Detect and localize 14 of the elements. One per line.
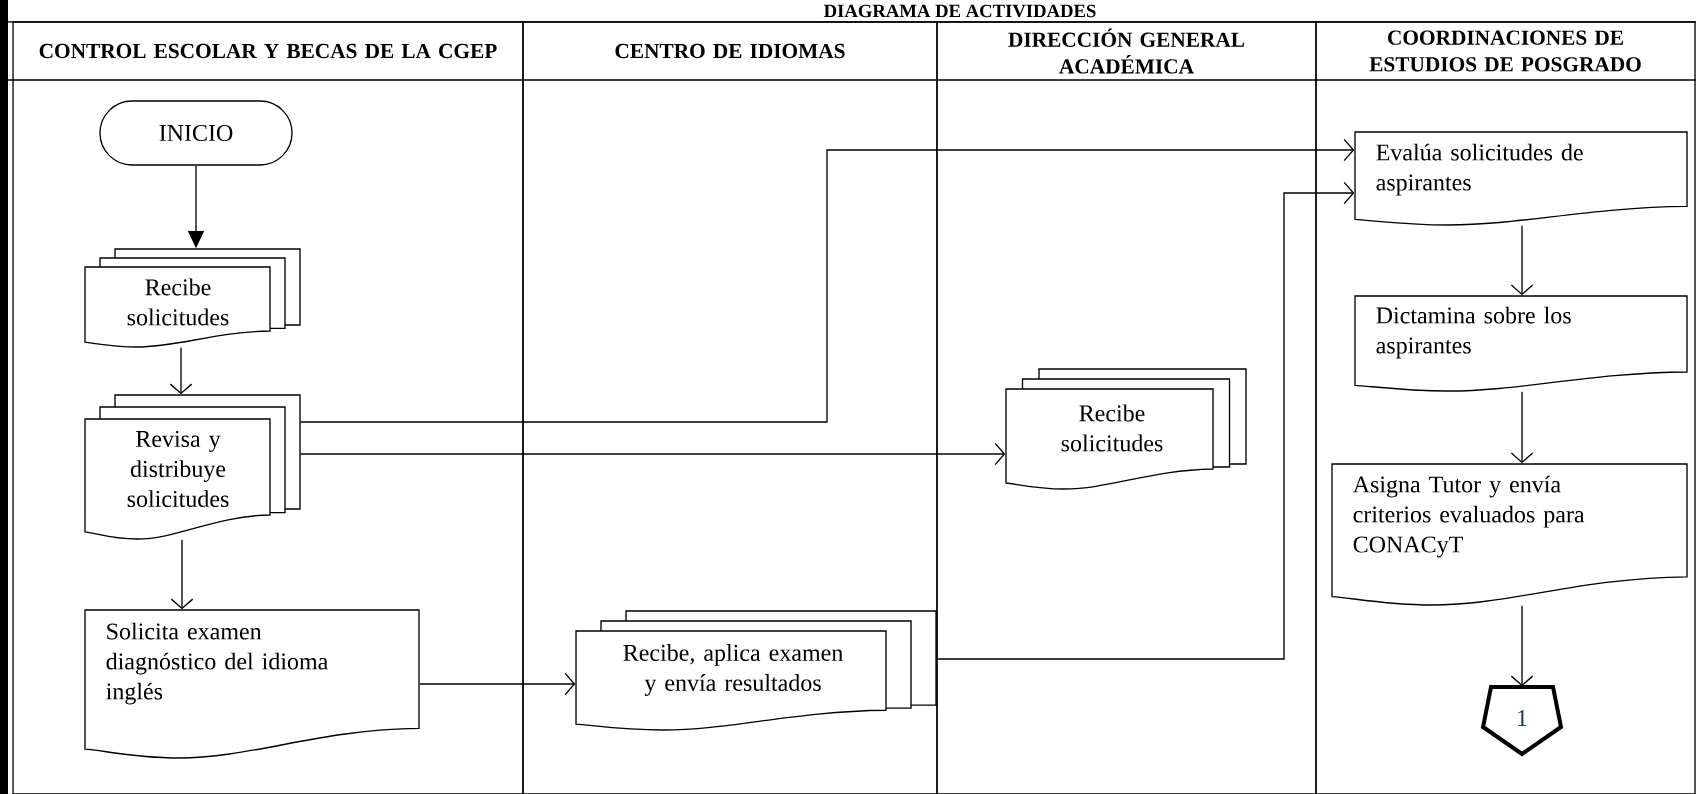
document-stack: Recibe, aplica examen y envía resultados: [575, 610, 937, 731]
arrow: [170, 539, 194, 610]
arrow: [300, 138, 1355, 423]
arrow: [1510, 391, 1534, 464]
document-stack: Recibe solicitudes: [84, 248, 301, 348]
arrow: [300, 442, 1006, 466]
arrow: [1510, 225, 1534, 296]
document-stack: Recibe solicitudes: [1005, 368, 1247, 490]
document-stack: Revisa y distribuye solicitudes: [84, 394, 301, 540]
arrow: [936, 181, 1355, 660]
arrow: [169, 347, 193, 395]
arrow: [419, 672, 576, 696]
diagram-title: DIAGRAMA DE ACTIVIDADES: [823, 4, 1096, 18]
arrow: [1510, 605, 1534, 687]
